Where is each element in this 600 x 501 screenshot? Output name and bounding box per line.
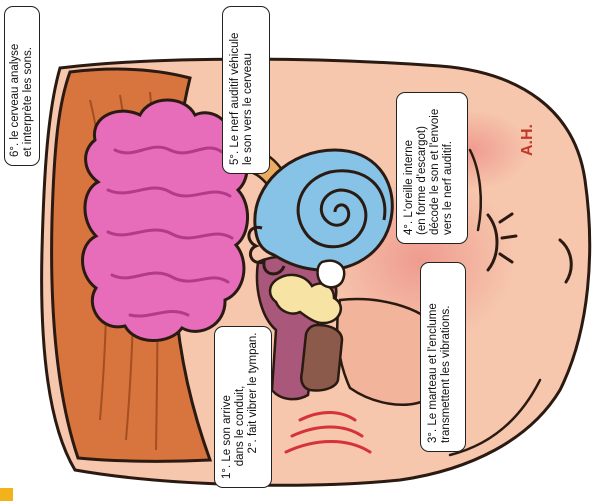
callout-cochlea: 4°. L'oreille interne (en forme d'escarg…	[396, 92, 468, 244]
artist-signature: A.H.	[519, 124, 536, 156]
eardrum	[301, 325, 342, 391]
callout-nerve-text: 5°. Le nerf auditif véhicule le son vers…	[229, 33, 255, 165]
callout-brain-text: 6°. le cerveau analyse et interprète les…	[9, 44, 35, 157]
callout-ossicles-text: 3°. Le marteau et l'enclume transmettent…	[427, 303, 453, 443]
callout-ossicles: 3°. Le marteau et l'enclume transmettent…	[420, 262, 466, 452]
corner-marker	[0, 488, 13, 501]
callout-canal-text: 1°. Le son arrive dans le conduit, 2°. f…	[221, 333, 260, 480]
callout-canal: 1°. Le son arrive dans le conduit, 2°. f…	[214, 326, 272, 488]
callout-cochlea-text: 4°. L'oreille interne (en forme d'escarg…	[403, 109, 455, 235]
callout-brain: 6°. le cerveau analyse et interprète les…	[4, 6, 40, 166]
callout-nerve: 5°. Le nerf auditif véhicule le son vers…	[222, 6, 270, 174]
oval-window	[318, 261, 345, 288]
